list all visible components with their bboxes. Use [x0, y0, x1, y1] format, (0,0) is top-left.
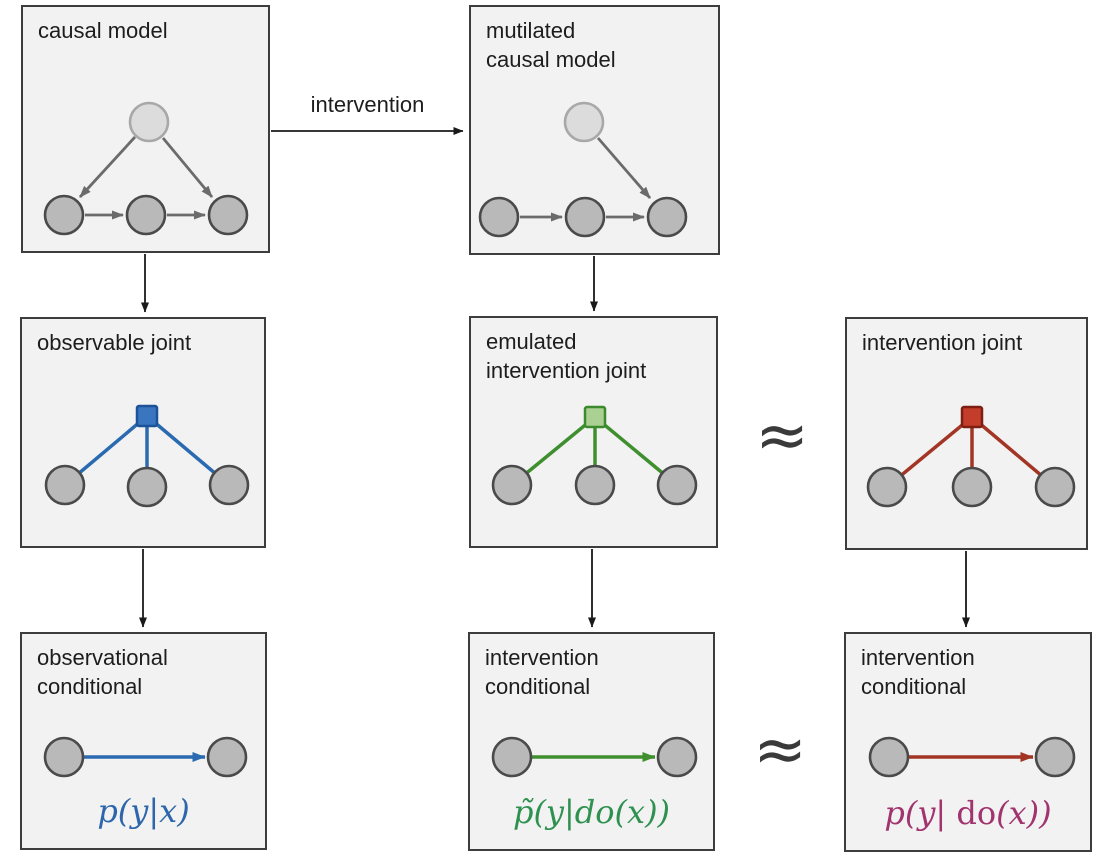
- box-title-line: causal model: [38, 18, 168, 43]
- box-title-line: conditional: [485, 674, 591, 700]
- factor-node: [135, 404, 159, 428]
- graph-node: [868, 736, 910, 778]
- graph-node: [206, 736, 248, 778]
- box-title: intervention conditional: [861, 643, 975, 701]
- formula-italic: p̃(y|do(x)): [512, 793, 671, 831]
- graph-node: [125, 194, 167, 236]
- graph-node: [43, 736, 85, 778]
- graph-node: [1034, 466, 1076, 508]
- formula-italic: p(y|x): [97, 792, 190, 830]
- causal-model-box: causal model: [21, 5, 270, 253]
- box-title-line: causal model: [486, 47, 616, 73]
- graph-node: [44, 464, 86, 506]
- graph-node: [207, 194, 249, 236]
- formula-italic: (x)): [996, 794, 1052, 832]
- factor-node: [960, 405, 984, 429]
- intervention-joint-graph: [866, 405, 1076, 508]
- observational-conditional-box: observational conditional p(y|x): [20, 632, 267, 850]
- box-title-line: intervention joint: [486, 358, 647, 384]
- graph-node: [1034, 736, 1076, 778]
- box-title-line: mutilated: [486, 18, 576, 43]
- box-title: intervention joint: [862, 328, 1022, 357]
- graph-node: [208, 464, 250, 506]
- box-title-line: conditional: [37, 674, 143, 700]
- edge: [596, 137, 652, 199]
- box-title-line: intervention: [485, 645, 599, 670]
- box-title-line: conditional: [861, 674, 967, 700]
- mutilated-causal-model-graph: [478, 101, 688, 238]
- latent-node: [563, 101, 605, 143]
- formula-roman: do: [956, 794, 997, 832]
- latent-node: [128, 101, 170, 143]
- observational-conditional-formula: p(y|x): [22, 792, 265, 830]
- intervention-conditional-true-box: intervention conditional p(y| do(x)): [844, 632, 1092, 852]
- box-title-line: intervention joint: [862, 330, 1023, 355]
- intervention-conditional-true-graph: [868, 736, 1076, 778]
- box-title-line: emulated: [486, 329, 577, 354]
- box-title-line: observable joint: [37, 330, 192, 355]
- intervention-conditional-true-formula: p(y| do(x)): [846, 794, 1090, 832]
- emulated-intervention-joint-graph: [491, 405, 698, 506]
- graph-node: [564, 196, 606, 238]
- graph-node: [646, 196, 688, 238]
- box-title: emulated intervention joint: [486, 327, 646, 385]
- graph-node: [951, 466, 993, 508]
- box-title: causal model: [38, 16, 168, 45]
- edge: [161, 137, 214, 198]
- observable-joint-box: observable joint: [20, 317, 266, 548]
- graph-node: [656, 464, 698, 506]
- mutilated-causal-model-box: mutilated causal model: [469, 5, 720, 255]
- intervention-conditional-emulated-box: intervention conditional p̃(y|do(x)): [468, 632, 715, 851]
- graph-node: [656, 736, 698, 778]
- factor-node: [583, 405, 607, 429]
- graph-node: [491, 464, 533, 506]
- edge: [78, 136, 137, 198]
- observational-conditional-graph: [43, 736, 248, 778]
- approx-symbol: ≈: [753, 713, 807, 787]
- graph-node: [478, 196, 520, 238]
- intervention-conditional-emulated-formula: p̃(y|do(x)): [470, 793, 713, 831]
- approx-symbol: ≈: [755, 399, 809, 473]
- box-title: observational conditional: [37, 643, 168, 701]
- box-title: intervention conditional: [485, 643, 599, 701]
- graph-node: [491, 736, 533, 778]
- causal-model-graph: [43, 101, 249, 236]
- graph-node: [126, 466, 168, 508]
- graph-node: [866, 466, 908, 508]
- observable-joint-graph: [44, 404, 250, 508]
- box-title: observable joint: [37, 328, 191, 357]
- intervention-conditional-emulated-graph: [491, 736, 698, 778]
- formula-italic: p(y|: [884, 794, 957, 832]
- box-title-line: observational: [37, 645, 168, 670]
- emulated-intervention-joint-box: emulated intervention joint: [469, 316, 718, 548]
- intervention-arrow-label: intervention: [310, 92, 425, 117]
- box-title: mutilated causal model: [486, 16, 616, 74]
- graph-node: [574, 464, 616, 506]
- box-title-line: intervention: [861, 645, 975, 670]
- intervention-joint-box: intervention joint: [845, 317, 1088, 550]
- graph-node: [43, 194, 85, 236]
